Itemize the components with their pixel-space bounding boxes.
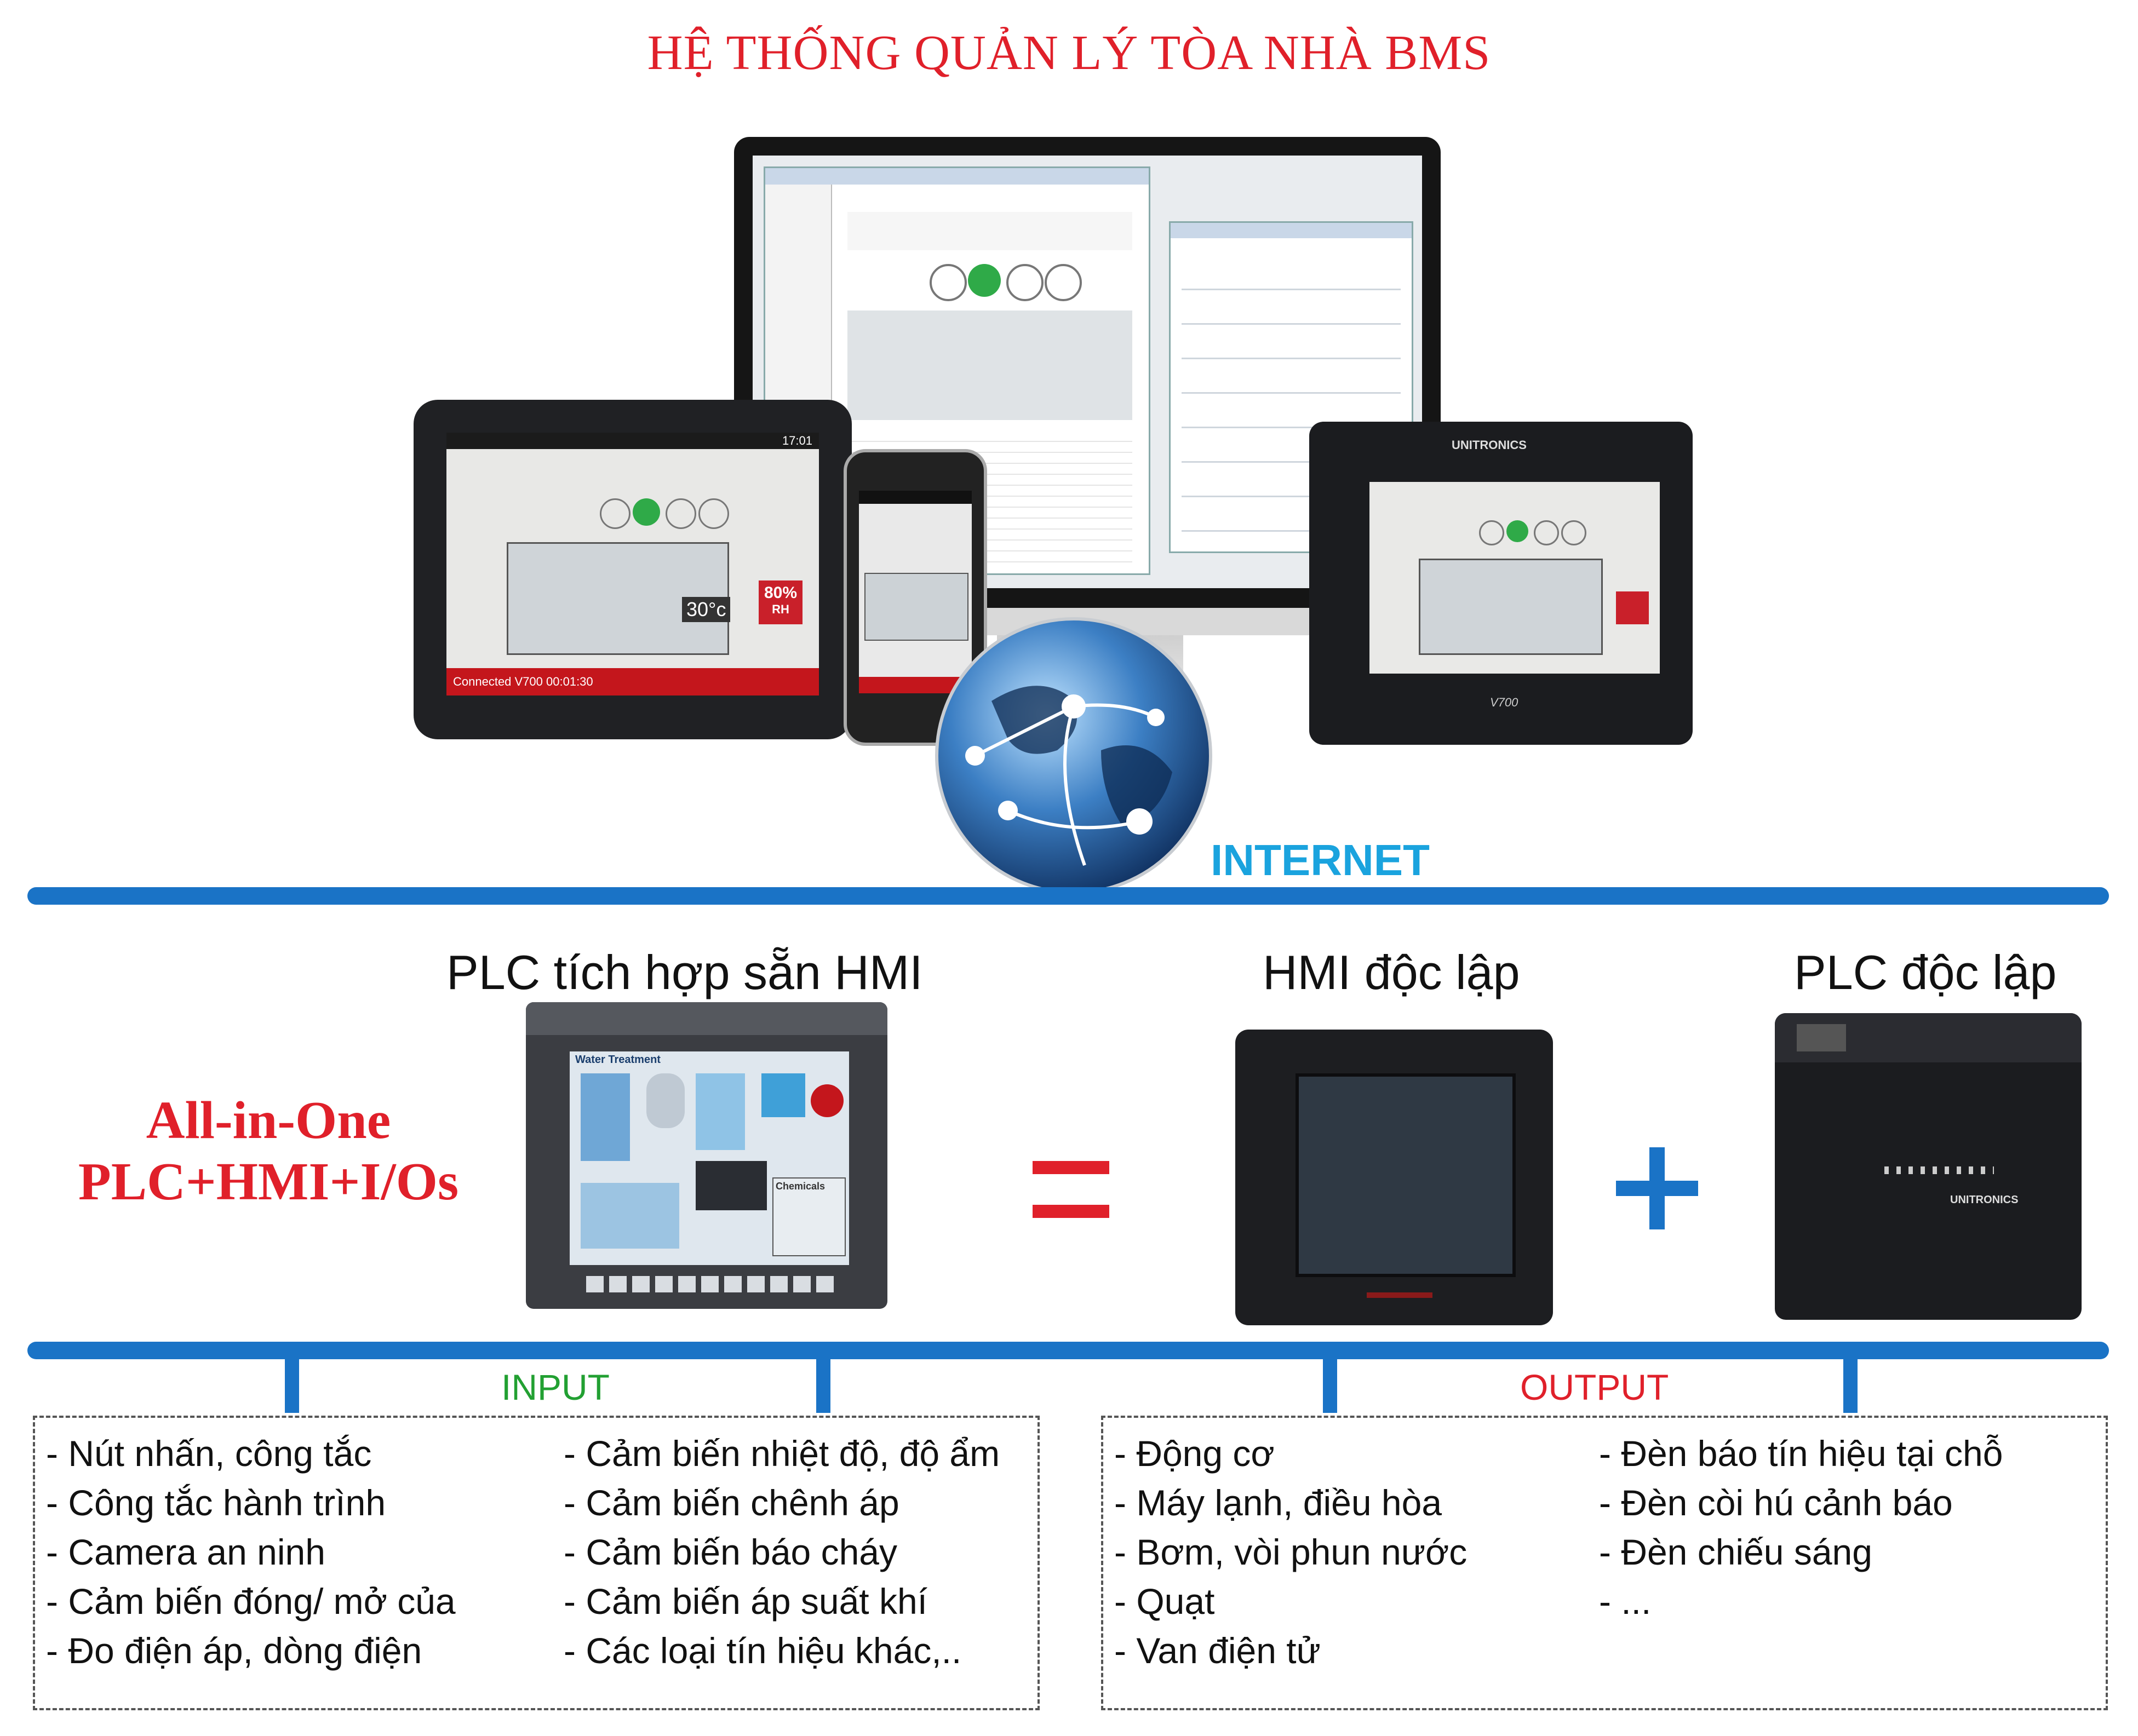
standalone-hmi: [1235, 1030, 1553, 1325]
list-item: - Cảm biến chênh áp: [564, 1482, 899, 1523]
v700-panel: UNITRONICS V700: [1309, 422, 1693, 745]
tablet-humidity-badge: 80% RH: [759, 580, 803, 624]
list-item: - Đèn còi hú cảnh báo: [1599, 1482, 1953, 1523]
list-item: - Máy lạnh, điều hòa: [1114, 1482, 1442, 1523]
tablet-clock: 17:01: [782, 434, 812, 447]
allinone-text: All-in-One PLC+HMI+I/Os: [0, 1090, 537, 1212]
tablet-temp: 30°c: [682, 597, 731, 622]
page-title: HỆ THỐNG QUẢN LÝ TÒA NHÀ BMS: [647, 26, 1491, 80]
ladder-window: [1169, 221, 1413, 553]
tablet-screen: 17:01 80% RH 30°c Connected V700 00:01:3…: [446, 433, 819, 695]
plc-brand: UNITRONICS: [1950, 1194, 2019, 1206]
v700-screen: [1369, 482, 1660, 674]
label-hmi: HMI độc lập: [1263, 945, 1520, 999]
output-list-col2: - Đèn báo tín hiệu tại chỗ - Đèn còi hú …: [1599, 1429, 2003, 1626]
input-drop-right: [816, 1353, 830, 1413]
tablet: 17:01 80% RH 30°c Connected V700 00:01:3…: [414, 400, 852, 739]
v700-model: V700: [1490, 695, 1518, 709]
list-item: - Van điện tử: [1114, 1630, 1321, 1671]
internet-label: INTERNET: [1211, 836, 1430, 884]
vision-screen: Water Treatment Chemicals: [570, 1051, 849, 1265]
list-item: - Bơm, vòi phun nước: [1114, 1532, 1468, 1572]
list-item: - Nút nhấn, công tắc: [46, 1433, 372, 1474]
list-item: - Cảm biến áp suất khí: [564, 1581, 927, 1622]
globe-icon: [935, 617, 1212, 894]
chemicals-label: Chemicals: [776, 1181, 826, 1192]
v700-brand: UNITRONICS: [1452, 438, 1527, 452]
list-item: - Quạt: [1114, 1581, 1215, 1622]
input-label: INPUT: [501, 1367, 610, 1407]
desktop-monitor: [734, 137, 1441, 635]
vision-plc: Water Treatment Chemicals: [526, 1002, 887, 1309]
label-plc-hmi: PLC tích hợp sẵn HMI: [446, 945, 923, 999]
list-item: - Đèn chiếu sáng: [1599, 1532, 1872, 1572]
input-drop-left: [285, 1353, 299, 1413]
plus-sign: [1616, 1147, 1698, 1229]
input-list-col2: - Cảm biến nhiệt độ, độ ẩm - Cảm biến ch…: [564, 1429, 1000, 1675]
list-item: - Cảm biến đóng/ mở của: [46, 1581, 456, 1622]
hmi-screen: [1296, 1073, 1516, 1277]
list-item: - Đèn báo tín hiệu tại chỗ: [1599, 1433, 2003, 1474]
input-box: - Nút nhấn, công tắc - Công tắc hành trì…: [33, 1416, 1040, 1710]
output-list-col1: - Động cơ - Máy lạnh, điều hòa - Bơm, vò…: [1114, 1429, 1467, 1675]
output-drop-right: [1843, 1353, 1858, 1413]
list-item: - Động cơ: [1114, 1433, 1275, 1474]
output-drop-left: [1323, 1353, 1337, 1413]
allinone-line1: All-in-One: [146, 1091, 391, 1150]
list-item: - Các loại tín hiệu khác,..: [564, 1630, 962, 1671]
io-bus-bar: [27, 1342, 2109, 1359]
vision-keypad: [586, 1276, 838, 1292]
tablet-status-bar: Connected V700 00:01:30: [446, 668, 819, 695]
network-bar-top: [27, 887, 2109, 905]
list-item: - Công tắc hành trình: [46, 1482, 386, 1523]
list-item: - Cảm biến báo cháy: [564, 1532, 897, 1572]
label-plc: PLC độc lập: [1794, 945, 2057, 999]
list-item: - Camera an ninh: [46, 1532, 325, 1572]
phone-screen: [859, 491, 972, 693]
equals-sign: [1033, 1161, 1109, 1227]
standalone-plc: UNITRONICS: [1775, 1013, 2082, 1320]
water-treatment-title: Water Treatment: [575, 1054, 661, 1066]
list-item: - ...: [1599, 1581, 1652, 1622]
list-item: - Cảm biến nhiệt độ, độ ẩm: [564, 1433, 1000, 1474]
input-list-col1: - Nút nhấn, công tắc - Công tắc hành trì…: [46, 1429, 456, 1675]
allinone-line2: PLC+HMI+I/Os: [78, 1152, 459, 1211]
output-box: - Động cơ - Máy lạnh, điều hòa - Bơm, vò…: [1101, 1416, 2108, 1710]
list-item: - Đo điện áp, dòng điện: [46, 1630, 422, 1671]
output-label: OUTPUT: [1520, 1367, 1669, 1407]
